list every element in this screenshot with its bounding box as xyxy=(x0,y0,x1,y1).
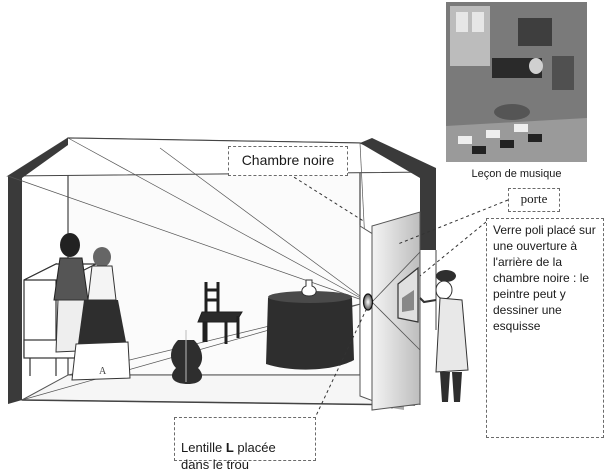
lentille-text-post: placée dans le trou xyxy=(181,440,276,472)
viola xyxy=(171,330,203,384)
painter xyxy=(419,270,469,402)
lens xyxy=(362,293,374,311)
dark-chamber xyxy=(371,211,421,411)
chair xyxy=(197,282,243,344)
harpsichord xyxy=(23,263,97,376)
verre-poli-label: Verre poli placé sur une ouverture à l'a… xyxy=(486,218,604,438)
right-wall xyxy=(360,138,436,250)
lentille-letter: L xyxy=(225,440,234,455)
porte-label: porte xyxy=(508,188,560,212)
left-wall xyxy=(8,138,68,404)
woman-skirt xyxy=(71,247,131,381)
lentille-text-pre: Lentille xyxy=(181,440,226,455)
statuette-mark: A xyxy=(99,366,107,377)
lentille-label: Lentille L placée dans le trou xyxy=(174,417,316,472)
painting-caption: Leçon de musique xyxy=(471,168,562,180)
music-lesson-painting xyxy=(446,2,587,162)
leader-lines xyxy=(288,173,509,421)
table xyxy=(266,279,354,370)
chambre-noire-label: Chambre noire xyxy=(228,146,348,176)
